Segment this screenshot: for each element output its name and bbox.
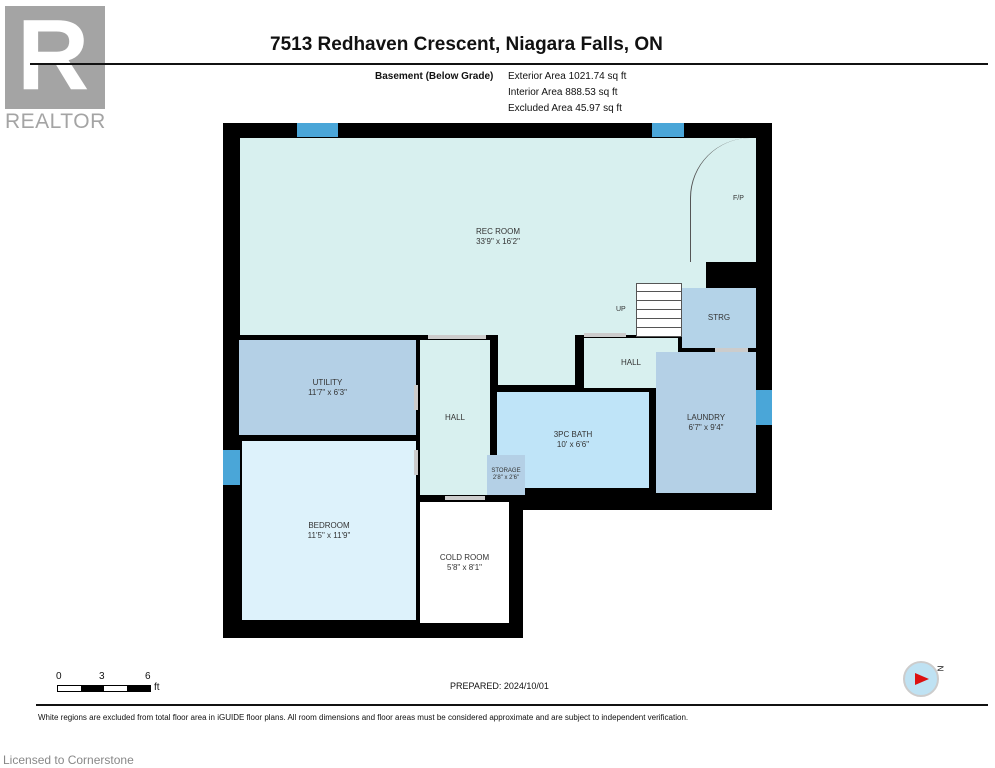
- room-name: UTILITY: [312, 377, 343, 387]
- room-dims: 5'8" x 8'1": [447, 562, 482, 572]
- page-title: 7513 Redhaven Crescent, Niagara Falls, O…: [270, 34, 663, 55]
- compass-icon: [903, 661, 939, 697]
- fireplace-outline: [690, 138, 751, 262]
- room-name: STRG: [707, 313, 731, 322]
- room-laundry: LAUNDRY 6'7" x 9'4": [656, 352, 756, 493]
- realtor-logo: R: [5, 0, 105, 111]
- room-dims: 10' x 6'6": [556, 440, 590, 449]
- window: [297, 123, 338, 137]
- stairs[interactable]: [636, 283, 682, 337]
- room-dims: 2'8" x 2'6": [492, 475, 520, 481]
- room-strg: STRG: [682, 288, 756, 348]
- room-name: STORAGE: [491, 468, 521, 474]
- floor-label: Basement (Below Grade): [375, 71, 494, 82]
- room-bedroom: BEDROOM 11'5" x 11'9": [242, 441, 416, 620]
- room-name: REC ROOM: [476, 226, 520, 236]
- disclaimer: White regions are excluded from total fl…: [38, 713, 689, 722]
- scale-tick: 6: [145, 671, 151, 682]
- license-text: Licensed to Cornerstone: [3, 753, 134, 767]
- excluded-area: Excluded Area 45.97 sq ft: [508, 103, 622, 114]
- room-name: HALL: [444, 412, 465, 422]
- room-name: LAUNDRY: [686, 412, 726, 422]
- scale-tick: 0: [56, 671, 62, 682]
- rec-room-extension: [498, 335, 575, 385]
- door-opening: [414, 385, 418, 410]
- room-dims: 11'5" x 11'9": [307, 530, 351, 540]
- room-name: BEDROOM: [308, 520, 350, 530]
- scale-unit: ft: [154, 682, 160, 693]
- logo-letter: R: [17, 0, 90, 111]
- room-hall: HALL: [420, 340, 490, 495]
- compass-north-label: N: [935, 665, 945, 672]
- prepared-date: PREPARED: 2024/10/01: [450, 681, 549, 691]
- scale-tick: 3: [99, 671, 105, 682]
- footer-divider: [36, 704, 988, 706]
- window: [756, 390, 772, 425]
- door-opening: [414, 450, 418, 475]
- scale-bar-graphic: [57, 685, 151, 692]
- door-opening: [584, 333, 626, 337]
- room-name: 3PC BATH: [553, 430, 593, 439]
- stairs-up-label: UP: [616, 306, 626, 313]
- window: [652, 123, 684, 137]
- room-utility: UTILITY 11'7" x 6'3": [239, 340, 416, 435]
- door-opening: [445, 496, 485, 500]
- realtor-logo-text: REALTOR: [5, 110, 106, 133]
- door-opening: [715, 348, 748, 352]
- room-name: COLD ROOM: [439, 552, 490, 562]
- window: [223, 450, 240, 485]
- room-dims: 33'9" x 16'2": [476, 236, 520, 246]
- room-name: HALL: [620, 358, 641, 367]
- interior-area: Interior Area 888.53 sq ft: [508, 87, 618, 98]
- door-opening: [428, 335, 486, 339]
- header-divider: [30, 63, 988, 65]
- room-storage: STORAGE 2'8" x 2'6": [487, 455, 525, 495]
- room-dims: 6'7" x 9'4": [688, 422, 724, 432]
- fireplace-label: F/P: [733, 195, 744, 202]
- room-cold-room: COLD ROOM 5'8" x 8'1": [420, 502, 509, 623]
- room-dims: 11'7" x 6'3": [308, 387, 347, 397]
- exterior-area: Exterior Area 1021.74 sq ft: [508, 71, 627, 82]
